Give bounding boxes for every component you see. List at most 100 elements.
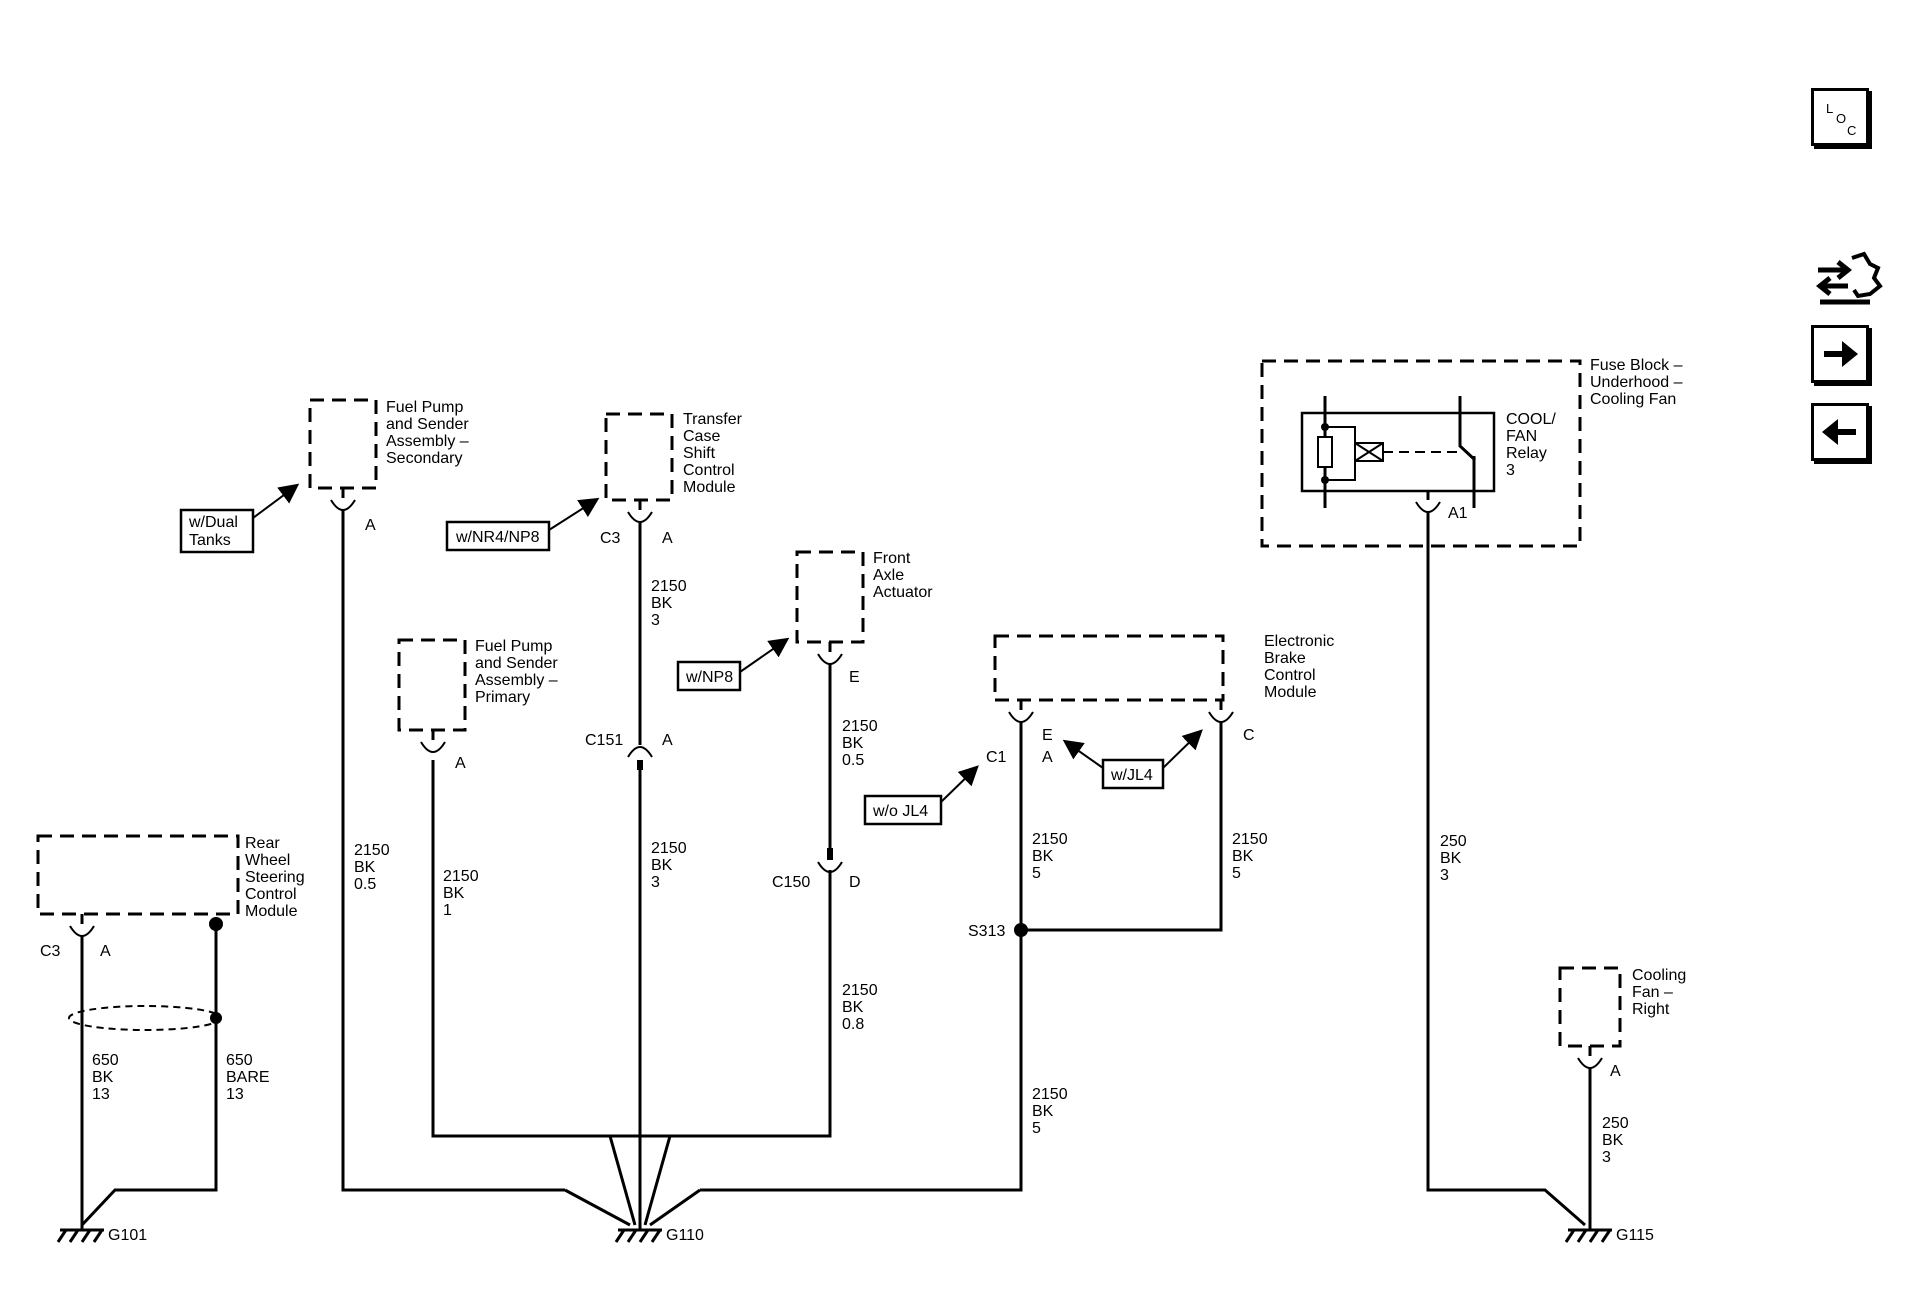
cool-fan-relay-3: COOL/ FAN Relay 3 (1300, 396, 1556, 508)
svg-text:650: 650 (226, 1052, 253, 1069)
svg-text:Module: Module (683, 479, 736, 496)
svg-text:G110: G110 (666, 1227, 704, 1244)
svg-text:A: A (662, 530, 673, 547)
arrow-left-icon (1822, 419, 1856, 445)
svg-text:Tanks: Tanks (189, 532, 231, 549)
wire-label: 650 BK 13 (92, 1052, 119, 1103)
connector-rear-wheel (69, 925, 95, 937)
loc-button[interactable]: L O C (1811, 88, 1869, 146)
svg-text:1: 1 (443, 902, 452, 919)
wire-label: 2150 BK 5 (1032, 831, 1068, 882)
svg-text:O: O (1836, 111, 1846, 126)
svg-text:Underhood –: Underhood – (1590, 374, 1683, 391)
svg-text:2150: 2150 (651, 840, 687, 857)
option-jl4: w/JL4 (1101, 758, 1165, 790)
fuse-block-underhood-cooling-fan: Fuse Block – Underhood – Cooling Fan (1260, 357, 1683, 548)
junction-dot (210, 1012, 222, 1024)
svg-text:Fuse Block –: Fuse Block – (1590, 357, 1683, 374)
svg-text:2150: 2150 (1232, 831, 1268, 848)
connector-ebcm-e (1008, 711, 1034, 723)
svg-text:C: C (1243, 727, 1255, 744)
svg-text:A: A (455, 755, 466, 772)
svg-text:w/NR4/NP8: w/NR4/NP8 (455, 529, 540, 546)
svg-text:w/o JL4: w/o JL4 (872, 803, 928, 820)
svg-text:Secondary: Secondary (386, 450, 463, 467)
svg-text:C150: C150 (772, 874, 810, 891)
svg-text:2150: 2150 (651, 578, 687, 595)
svg-text:E: E (1042, 727, 1053, 744)
svg-text:Front: Front (873, 550, 911, 567)
front-axle-actuator: Front Axle Actuator (795, 550, 933, 644)
connector-fuel-pump-primary (420, 741, 446, 753)
svg-text:BK: BK (651, 595, 673, 612)
svg-text:Brake: Brake (1264, 650, 1306, 667)
svg-text:BK: BK (92, 1069, 114, 1086)
svg-text:BK: BK (842, 735, 864, 752)
svg-text:Rear: Rear (245, 835, 280, 852)
svg-text:5: 5 (1032, 1120, 1041, 1137)
svg-text:Actuator: Actuator (873, 584, 933, 601)
svg-text:BARE: BARE (226, 1069, 270, 1086)
svg-text:BK: BK (1602, 1132, 1624, 1149)
svg-text:2150: 2150 (443, 868, 479, 885)
rear-wheel-steering-control-module: Rear Wheel Steering Control Module (36, 834, 305, 920)
svg-text:13: 13 (226, 1086, 244, 1103)
svg-text:BK: BK (842, 999, 864, 1016)
svg-text:G115: G115 (1616, 1227, 1654, 1244)
svg-text:w/NP8: w/NP8 (685, 669, 733, 686)
svg-text:G101: G101 (108, 1227, 147, 1244)
option-wo-jl4: w/o JL4 (863, 794, 943, 826)
svg-text:Case: Case (683, 428, 720, 445)
svg-text:Cooling: Cooling (1632, 967, 1686, 984)
svg-text:A: A (662, 732, 673, 749)
svg-text:COOL/: COOL/ (1506, 411, 1556, 428)
connector-relay-a1 (1415, 501, 1441, 513)
svg-text:5: 5 (1232, 865, 1241, 882)
svg-text:3: 3 (1440, 867, 1449, 884)
previous-button[interactable] (1811, 403, 1869, 461)
svg-text:0.5: 0.5 (354, 876, 376, 893)
svg-text:and Sender: and Sender (386, 416, 469, 433)
shield-drain-symbol (68, 1005, 222, 1031)
electronic-brake-control-module: Electronic Brake Control Module (993, 633, 1334, 702)
fuel-pump-sender-secondary: Fuel Pump and Sender Assembly – Secondar… (308, 398, 469, 490)
connector-c151 (627, 746, 653, 758)
wire-label: 2150 BK 1 (443, 868, 479, 919)
svg-text:Assembly –: Assembly – (386, 433, 469, 450)
connector-transfer-case (627, 511, 653, 523)
svg-text:Relay: Relay (1506, 445, 1547, 462)
svg-text:C3: C3 (40, 943, 61, 960)
next-button[interactable] (1811, 325, 1869, 383)
option-nr4-np8: w/NR4/NP8 (445, 520, 551, 552)
wire-label: 2150 BK 3 (651, 840, 687, 891)
svg-text:250: 250 (1440, 833, 1467, 850)
connector-swap-button[interactable] (1812, 250, 1886, 310)
splice-s313 (1014, 923, 1028, 937)
svg-text:BK: BK (1440, 850, 1462, 867)
ground-g101: G101 (56, 1225, 147, 1244)
svg-text:3: 3 (651, 874, 660, 891)
svg-text:A: A (1610, 1063, 1621, 1080)
svg-text:Right: Right (1632, 1001, 1670, 1018)
wire-label: 2150 BK 0.5 (842, 718, 878, 769)
connector-fuel-pump-secondary (330, 499, 356, 511)
svg-text:BK: BK (651, 857, 673, 874)
svg-text:A: A (100, 943, 111, 960)
wire-label: 250 BK 3 (1602, 1115, 1629, 1166)
svg-text:L: L (1826, 101, 1833, 116)
svg-text:2150: 2150 (1032, 1086, 1068, 1103)
svg-text:Control: Control (683, 462, 735, 479)
svg-text:Fuel Pump: Fuel Pump (475, 638, 552, 655)
connector-front-axle (817, 653, 843, 665)
svg-text:C151: C151 (585, 732, 623, 749)
svg-text:C: C (1847, 123, 1856, 138)
svg-text:A1: A1 (1448, 505, 1468, 522)
svg-text:Control: Control (1264, 667, 1316, 684)
pin-label: A (365, 517, 376, 534)
wire-label: 250 BK 3 (1440, 833, 1467, 884)
svg-text:0.5: 0.5 (842, 752, 864, 769)
option-dual-tanks: w/Dual Tanks (179, 508, 255, 554)
svg-text:2150: 2150 (842, 982, 878, 999)
svg-text:Control: Control (245, 886, 297, 903)
connector-swap-icon (1815, 251, 1883, 305)
